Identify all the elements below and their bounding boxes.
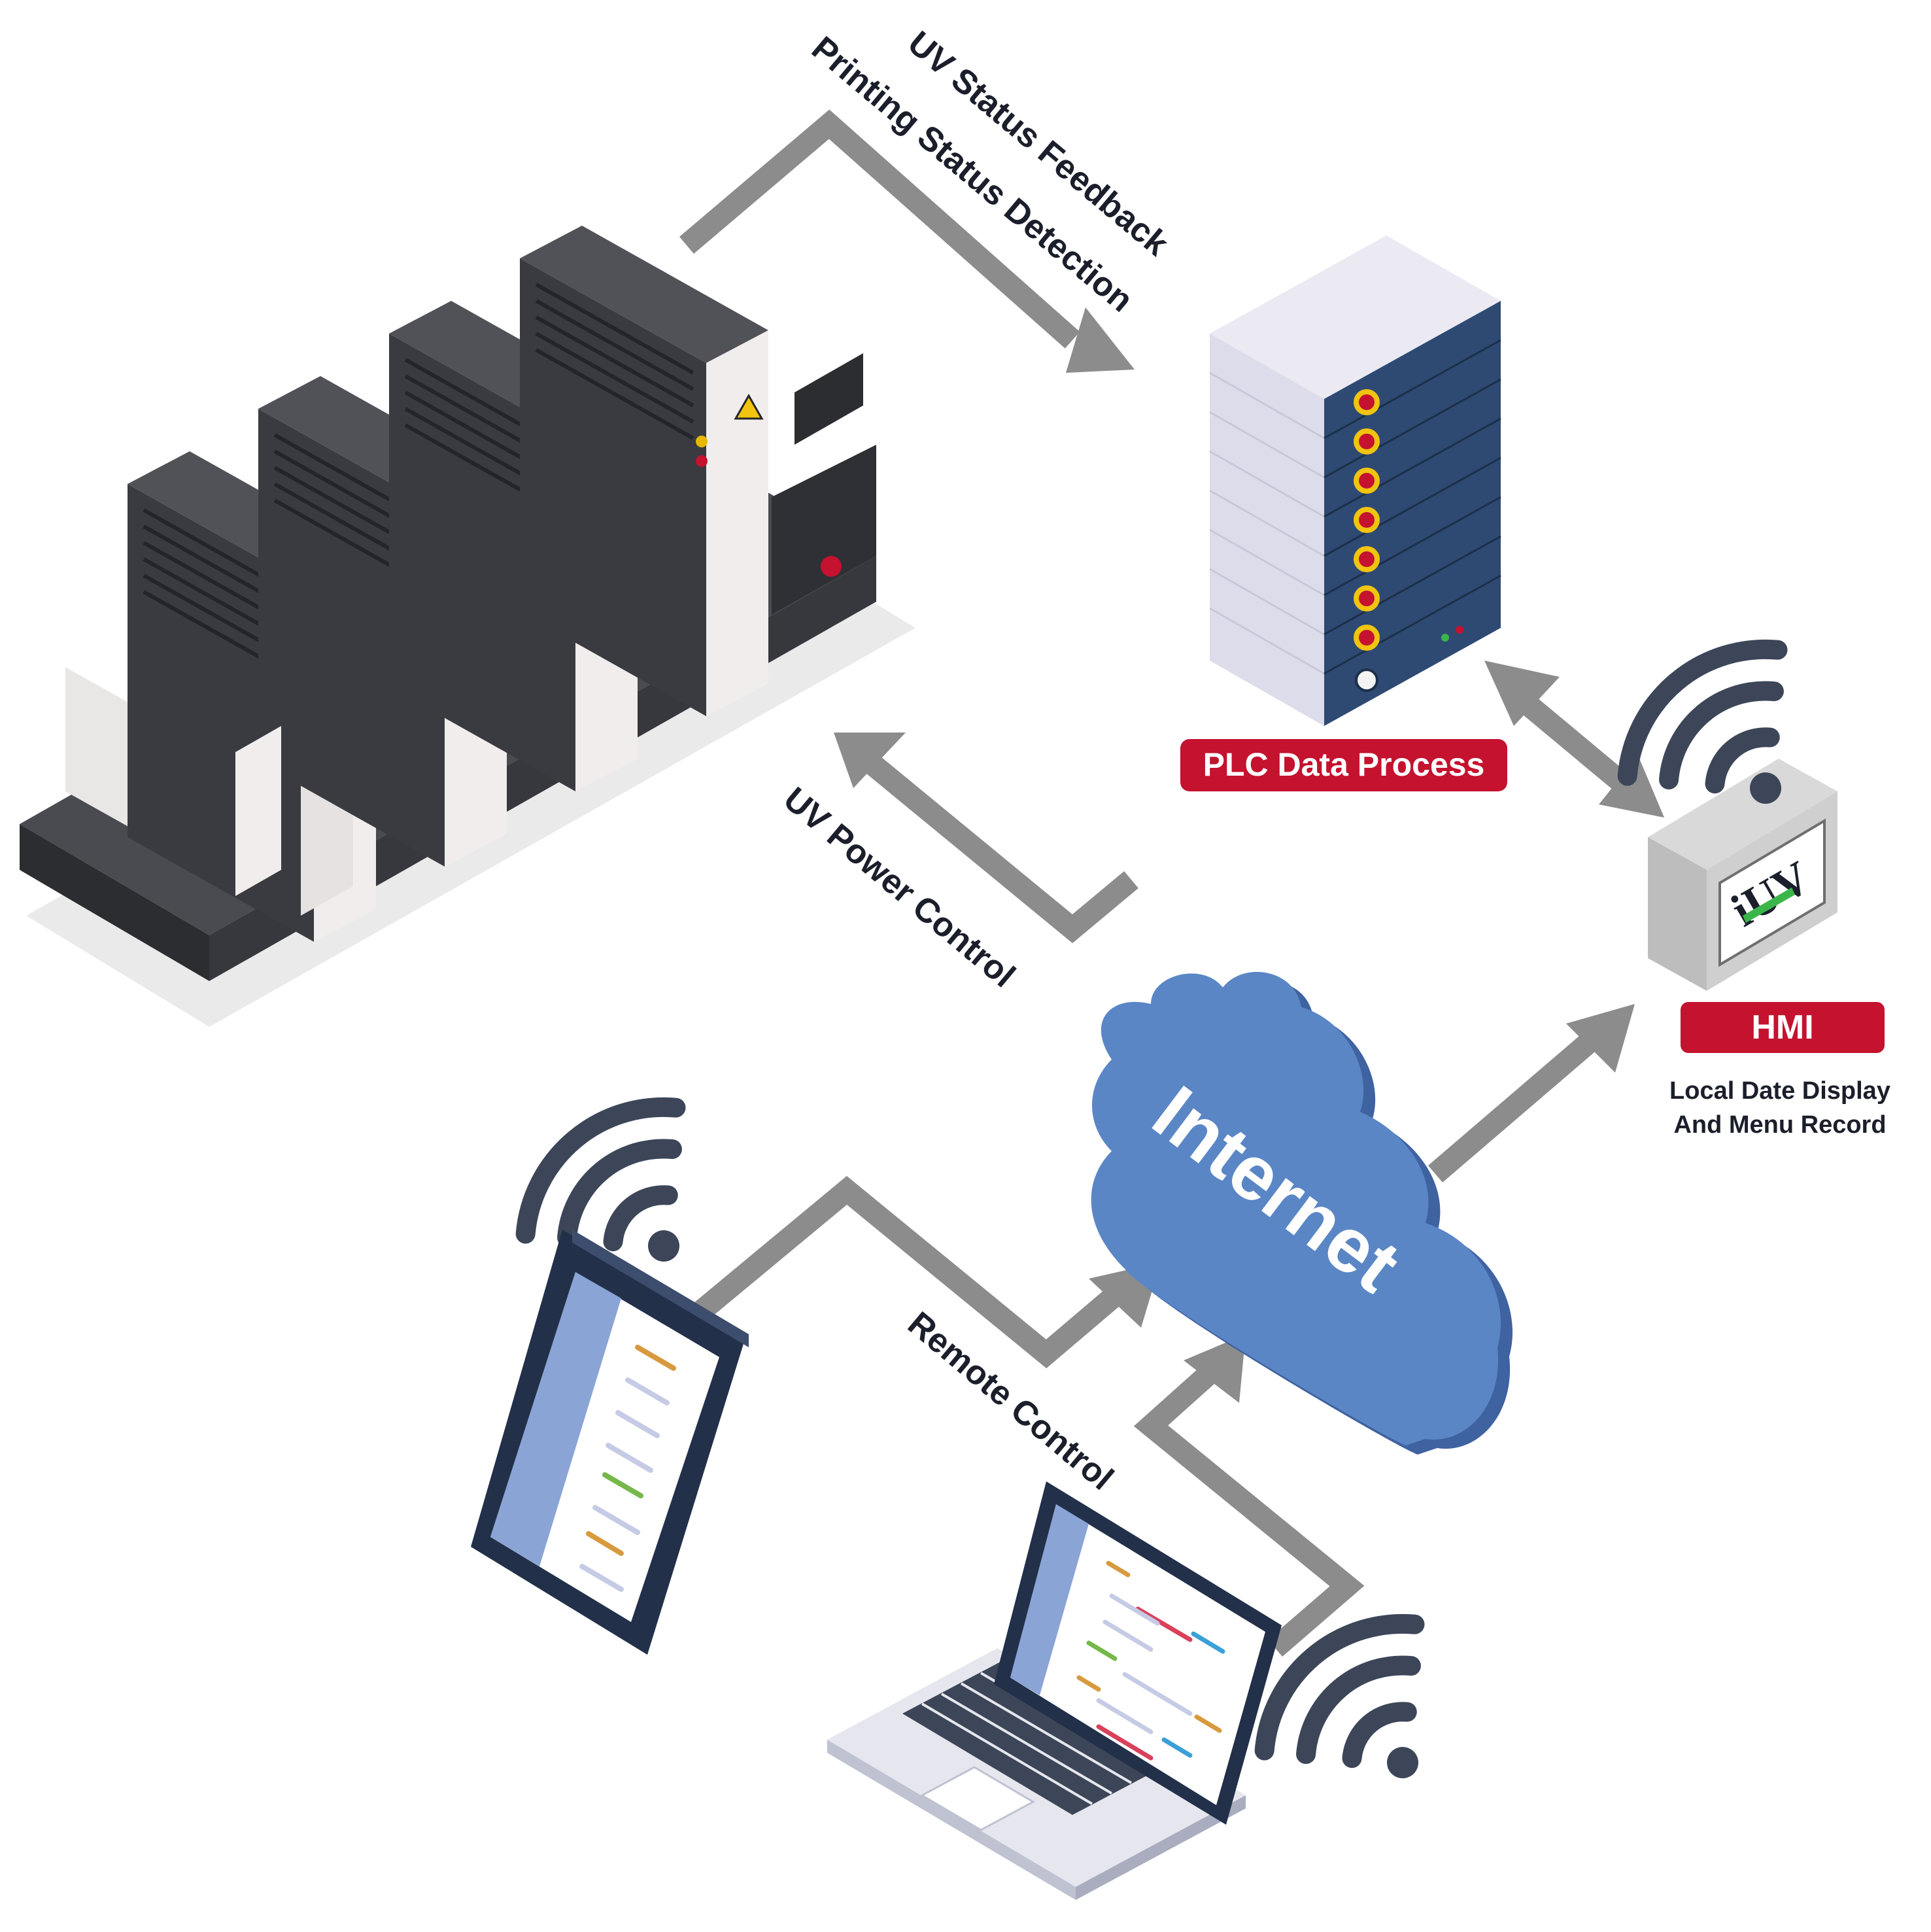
- plc-data-process-badge: PLC Data Process: [1180, 739, 1507, 791]
- cloud-icon: Internet: [1091, 972, 1513, 1455]
- hmi-badge: HMI: [1681, 1002, 1885, 1053]
- hmi-box-icon: iUV: [1648, 759, 1837, 991]
- server-rack-icon: [1209, 235, 1501, 726]
- wifi-icon: [1254, 1613, 1425, 1778]
- wifi-icon: [515, 1097, 686, 1262]
- print-unit-4: [520, 226, 768, 716]
- plc-data-process-label: PLC Data Process: [1203, 746, 1485, 783]
- hmi-caption-line1: Local Date Display: [1669, 1077, 1890, 1105]
- laptop-icon: [827, 1481, 1282, 1900]
- hmi-caption-line2: And Menu Record: [1673, 1111, 1886, 1139]
- arrow-laptop-internet: [1133, 1334, 1365, 1657]
- arrow-uv-status-feedback: [679, 109, 1135, 373]
- wifi-icon: [1617, 639, 1788, 804]
- server-units: [1324, 339, 1501, 692]
- arrow-uv-power-control: [834, 733, 1138, 944]
- printing-press-icon: [20, 226, 915, 1027]
- uv-power-control-label: UV Power Control: [776, 780, 1022, 995]
- arrow-internet-hmi: [1427, 1004, 1635, 1182]
- hmi-label: HMI: [1751, 1009, 1813, 1046]
- tablet-icon: [471, 1230, 749, 1655]
- arrow-plc-hmi: [1484, 661, 1664, 818]
